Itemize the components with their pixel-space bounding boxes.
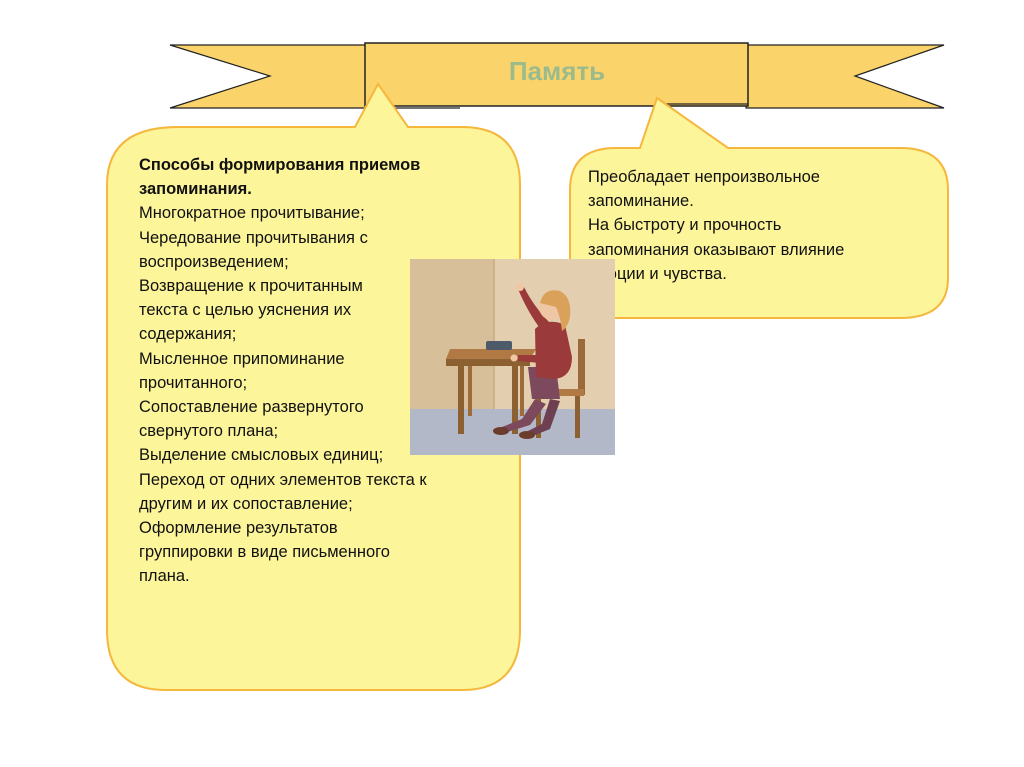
text-line: На быстроту и прочность bbox=[588, 216, 782, 235]
list-item: Выделение смысловых единиц; bbox=[139, 446, 384, 465]
text-line: запоминание. bbox=[588, 192, 694, 211]
list-item: Оформление результатов bbox=[139, 519, 338, 538]
left-callout-text: Способы формирования приемов запоминания… bbox=[139, 153, 499, 589]
book bbox=[486, 341, 512, 350]
banner-center bbox=[364, 42, 749, 107]
right-callout-text: Преобладает непроизвольное запоминание. … bbox=[588, 165, 918, 286]
banner-right-tail bbox=[745, 44, 945, 109]
list-item: воспроизведением; bbox=[139, 252, 289, 271]
banner-left-tail bbox=[169, 44, 369, 109]
list-item: плана. bbox=[139, 567, 190, 586]
list-item: Многократное прочитывание; bbox=[139, 204, 365, 223]
list-item: прочитанного; bbox=[139, 373, 248, 392]
list-item: Чередование прочитывания с bbox=[139, 228, 368, 247]
girl-hair bbox=[540, 290, 571, 331]
text-line: эмоции и чувства. bbox=[588, 264, 727, 283]
list-item: Мысленное припоминание bbox=[139, 349, 345, 368]
girl-sweater bbox=[535, 321, 572, 379]
list-item: группировки в виде письменного bbox=[139, 543, 390, 562]
list-item: Сопоставление развернутого bbox=[139, 398, 364, 417]
text-line: Преобладает непроизвольное bbox=[588, 168, 820, 186]
list-item: другим и их сопоставление; bbox=[139, 494, 353, 513]
heading-line: запоминания. bbox=[139, 180, 252, 199]
page-title: Память bbox=[508, 56, 606, 86]
list-item: свернутого плана; bbox=[139, 422, 279, 441]
illustration-left-wall bbox=[410, 259, 494, 409]
chair-back bbox=[578, 339, 585, 395]
girl-raised-arm bbox=[518, 287, 550, 331]
list-item: Возвращение к прочитанным bbox=[139, 277, 363, 296]
heading-line: Способы формирования приемов bbox=[139, 156, 421, 174]
left-callout-shape bbox=[106, 82, 521, 691]
list-item: текста с целью уяснения их bbox=[139, 301, 352, 320]
list-item: содержания; bbox=[139, 325, 237, 344]
text-line: запоминания оказывают влияние bbox=[588, 240, 845, 259]
list-item: Переход от одних элементов текста к bbox=[139, 470, 427, 489]
girl-at-desk-illustration bbox=[410, 259, 615, 455]
right-callout-shape bbox=[569, 96, 949, 319]
girl-leg bbox=[502, 399, 546, 433]
